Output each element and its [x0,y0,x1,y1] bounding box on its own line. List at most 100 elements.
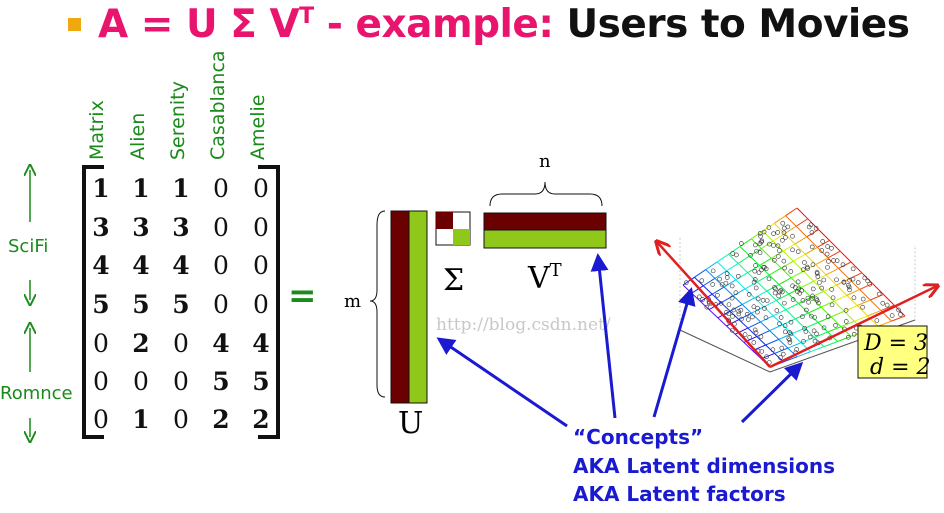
surface-grid-line [833,294,848,302]
surface-grid-line [749,255,760,266]
data-point [747,335,752,340]
surface-grid-line [793,253,806,262]
data-point [810,262,816,267]
data-point [790,283,795,289]
surface-grid-line [848,278,861,290]
matrix-cell: 3 [172,213,190,242]
data-point [807,334,813,340]
surface-grid-line [820,300,835,308]
surface-grid-line [796,351,811,358]
matrix-cell: 5 [92,290,110,319]
data-point [715,293,720,298]
surface-grid-line [772,233,785,242]
data-point [746,292,752,297]
surface-grid-line [717,317,727,327]
surface-grid-line [716,253,729,263]
matrix-cell: 4 [92,251,110,280]
surface-grid-line [840,320,855,328]
n-label: n [539,151,551,172]
matrix-cell: 5 [132,290,150,319]
data-point [752,268,758,274]
matrix-cell: 0 [253,174,269,203]
data-point [782,300,787,306]
surface-grid-line [711,293,722,304]
data-point [775,230,780,235]
u-matrix-column-1 [390,210,410,404]
surface-grid-line [825,267,839,276]
u-matrix-column-2 [408,210,428,404]
surface-grid-line [759,257,772,266]
data-point [744,311,750,317]
surface-grid-line [775,300,787,310]
dimension-box [857,325,928,379]
surface-grid-line [729,304,743,312]
surface-grid-line [880,304,895,312]
data-point [860,304,865,310]
matrix-cell: 4 [212,329,230,358]
row-group-romance: Romnce [0,383,73,404]
surface-grid-line [837,335,852,342]
title-example: - example: [313,2,554,47]
title-subject: Users to Movies [553,2,910,47]
data-point [795,289,800,294]
surface-grid-line [795,225,808,238]
surface-grid-line [810,346,825,353]
data-point [840,262,846,267]
matrix-left-bracket [82,165,104,439]
data-point [787,330,792,335]
data-point [710,282,715,287]
matrix-cell: 0 [133,367,149,396]
arrow-to-vt [590,253,617,419]
data-point [726,311,732,317]
data-point [829,287,834,292]
data-point [739,241,744,246]
data-point [735,274,741,279]
matrix-cell: 0 [253,213,269,242]
data-point [755,296,761,302]
3d-surface-plot [679,207,916,373]
data-point [781,230,787,236]
data-point [867,281,873,287]
data-point [729,295,735,301]
surface-grid-line [785,303,799,311]
surface-grid-line [800,342,811,353]
surface-grid-line [792,260,804,272]
data-point [751,340,757,345]
surface-grid-line [843,310,855,322]
data-point [755,305,760,311]
data-point [841,280,847,285]
data-point [804,264,810,270]
surface-grid-line [870,293,884,301]
matrix-cell: 0 [93,367,109,396]
surface-grid-line [784,225,797,235]
data-point [758,334,764,339]
data-point [876,291,882,297]
surface-grid-line [756,274,770,283]
data-point [790,233,795,239]
watermark: http://blog.csdn.net/ [436,315,611,335]
surface-grid-line [734,327,749,335]
surface-grid-line [747,327,758,337]
concepts-label: “Concepts” [573,425,704,449]
surface-grid-line [762,230,774,242]
data-point [710,268,716,274]
data-point [739,316,744,322]
data-point [809,244,815,250]
arrow-to-axis-1 [652,287,696,418]
surface-grid-line [723,279,737,288]
data-point [764,298,770,303]
concept-axis-2-arrow [769,286,937,369]
surface-grid-line [836,284,848,296]
surface-grid-line [877,320,892,327]
surface-grid-line [788,293,799,304]
data-point [772,285,777,290]
surface-grid-line [766,290,777,301]
matrix-cell: 1 [172,174,190,203]
matrix-cell: 0 [213,213,229,242]
surface-grid-line [859,289,871,301]
surface-grid-line [737,255,751,264]
surface-grid-line [813,280,825,292]
surface-grid-line [827,326,842,333]
surface-grid-line [785,309,796,320]
